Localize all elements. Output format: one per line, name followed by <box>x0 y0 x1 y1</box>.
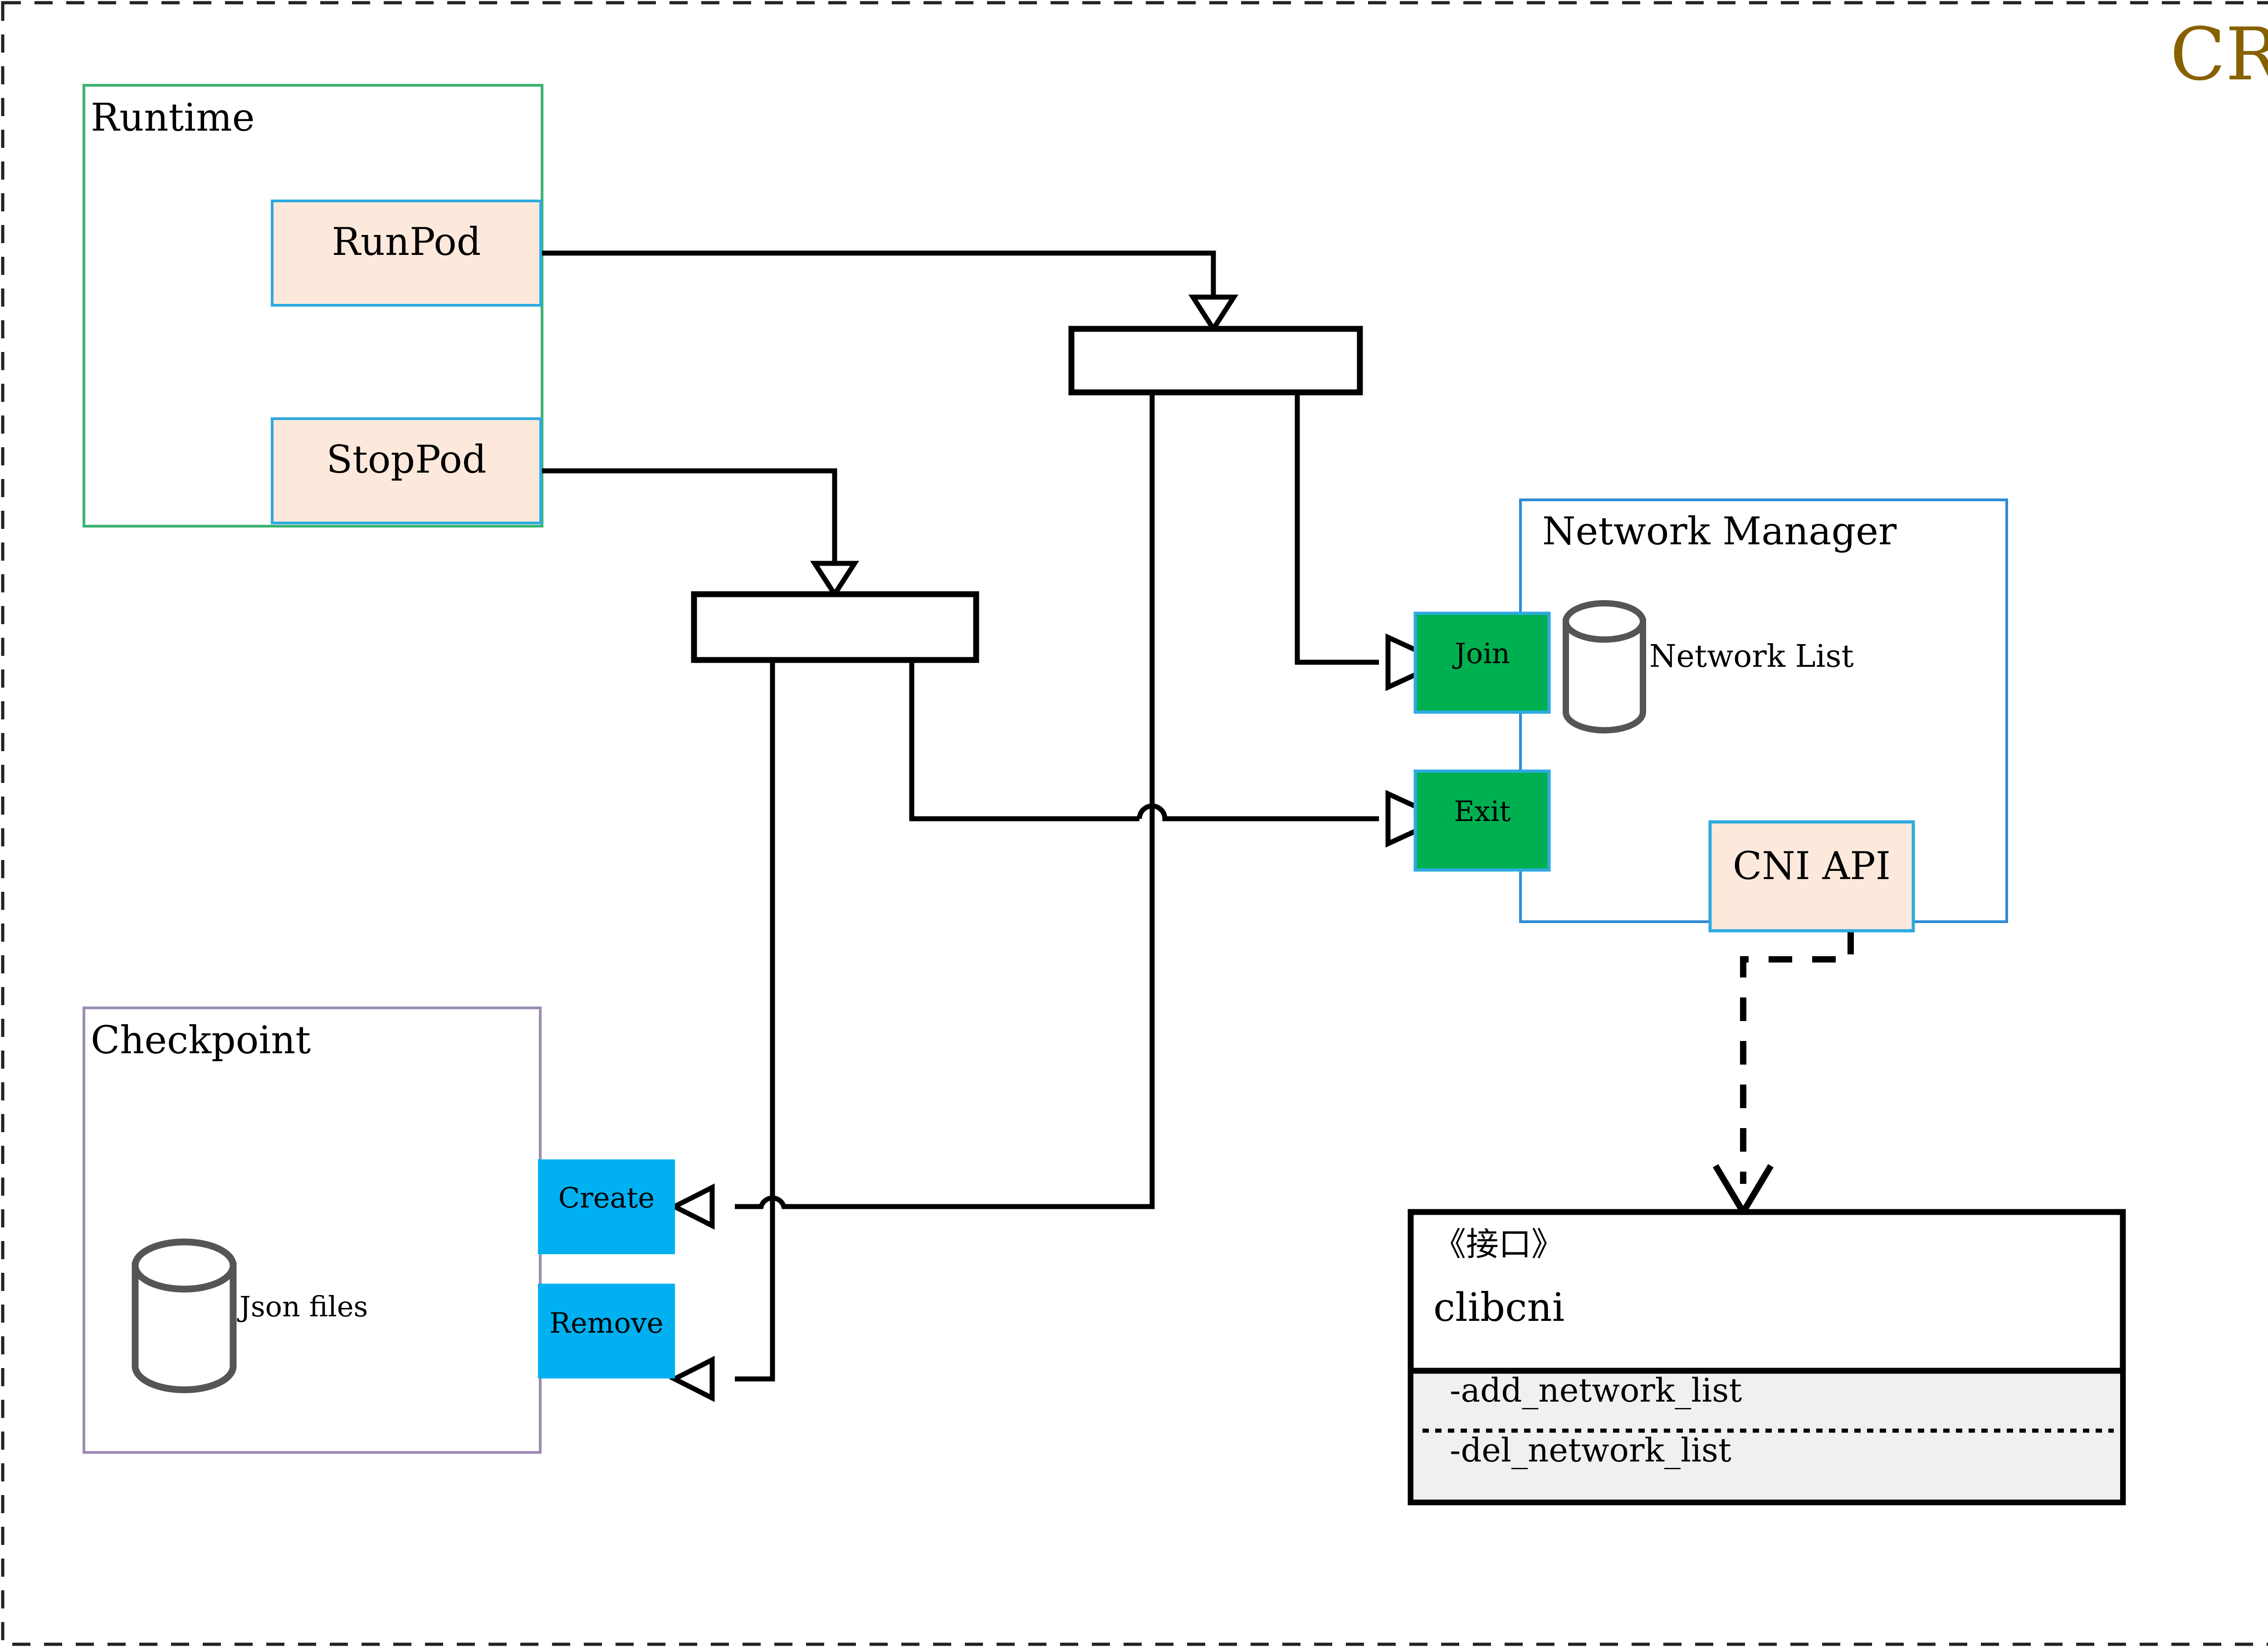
node-stoppod[interactable] <box>271 417 542 524</box>
fork-bar-upper <box>1068 326 1363 396</box>
node-join[interactable] <box>1413 611 1551 714</box>
edge-fork-lower-right-to-exit <box>909 660 1139 821</box>
node-cni-api-label: CNI API <box>1733 844 1891 888</box>
interface-operation-del: -del_network_list <box>1450 1431 1731 1469</box>
interface-operation-add: -add_network_list <box>1450 1371 1742 1409</box>
node-create[interactable] <box>538 1159 675 1254</box>
node-join-label: Join <box>1452 637 1510 670</box>
interface-operations-compartment <box>1413 1371 2120 1500</box>
node-exit[interactable] <box>1413 769 1551 872</box>
edge-cniapi-to-clibcni <box>1740 931 1854 1184</box>
diagram-title: CRI <box>2170 12 2268 97</box>
network-list-label: Network List <box>1649 639 1854 674</box>
interface-stereotype: 《接口》 <box>1433 1225 1564 1263</box>
edge-runpod-to-fork <box>540 250 1216 300</box>
node-remove-label: Remove <box>549 1306 663 1339</box>
edge-stoppod-to-fork <box>540 468 837 566</box>
arrowhead-stoppod-fork <box>810 561 860 599</box>
fork-bar-lower <box>691 591 979 663</box>
node-create-label: Create <box>558 1181 655 1214</box>
group-checkpoint-label: Checkpoint <box>91 1018 311 1062</box>
arrowhead-remove <box>669 1356 715 1402</box>
arrowhead-runpod-fork <box>1188 294 1239 334</box>
cylinder-icon-json-files <box>132 1238 237 1393</box>
edge-fork-upper-right-to-join <box>1295 392 1379 665</box>
arrowhead-create <box>669 1183 715 1230</box>
edge-fork-upper-left-to-create <box>792 392 1155 1209</box>
interface-name: clibcni <box>1433 1285 1564 1330</box>
line-hop-create-crossing <box>735 1195 792 1209</box>
json-files-label: Json files <box>237 1290 368 1323</box>
group-runtime-label: Runtime <box>91 95 254 140</box>
line-hop-exit-crossing <box>1137 803 1379 821</box>
node-runpod-label: RunPod <box>332 220 481 264</box>
group-network-manager-label: Network Manager <box>1542 509 1897 553</box>
node-runpod[interactable] <box>271 200 542 307</box>
node-remove[interactable] <box>538 1284 675 1378</box>
node-cni-api[interactable] <box>1708 820 1915 933</box>
cylinder-icon-network-list <box>1563 600 1646 733</box>
node-stoppod-label: StopPod <box>326 437 486 482</box>
edge-fork-lower-left-to-remove <box>735 660 775 1382</box>
node-exit-label: Exit <box>1454 795 1511 828</box>
